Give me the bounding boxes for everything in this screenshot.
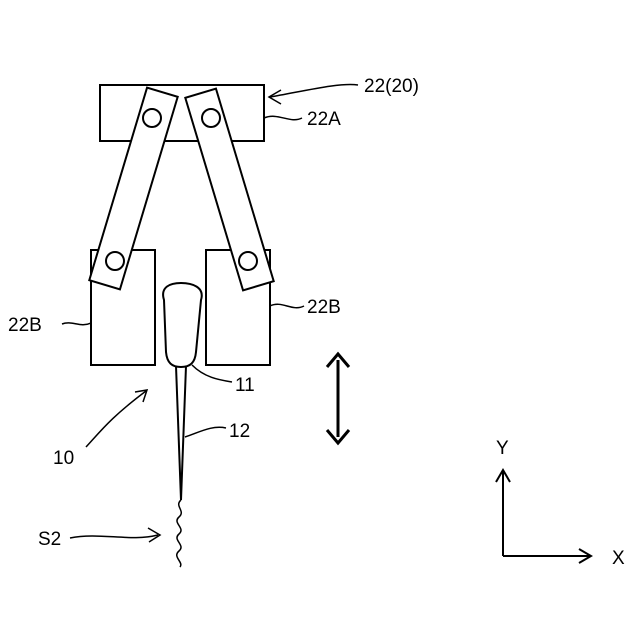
pivot-pin-top-right bbox=[202, 109, 220, 127]
label-22-20: 22(20) bbox=[364, 76, 419, 97]
leader-22a bbox=[264, 116, 302, 119]
axis-label-x: X bbox=[612, 548, 625, 569]
leader-10 bbox=[86, 390, 147, 447]
pivot-pin-bottom-left bbox=[106, 252, 124, 270]
pivot-pin-top-left bbox=[143, 109, 161, 127]
coordinate-axes bbox=[496, 470, 591, 563]
label-11: 11 bbox=[235, 375, 255, 396]
tool-head-11 bbox=[163, 283, 202, 367]
label-22b-left: 22B bbox=[8, 315, 42, 336]
label-s2: S2 bbox=[38, 529, 61, 550]
tool-needle-12 bbox=[176, 366, 186, 500]
vertical-motion-arrow bbox=[327, 354, 349, 443]
sample-s2-strand bbox=[177, 500, 182, 567]
base-plate-22a bbox=[100, 85, 264, 141]
label-22a: 22A bbox=[307, 109, 341, 130]
axis-label-y: Y bbox=[496, 438, 509, 459]
leader-22b-right bbox=[270, 304, 304, 307]
label-10: 10 bbox=[53, 448, 74, 469]
pivot-pin-bottom-right bbox=[239, 252, 257, 270]
leader-12 bbox=[185, 427, 226, 437]
leader-22-20 bbox=[269, 84, 358, 104]
label-22b-right: 22B bbox=[307, 297, 341, 318]
label-12: 12 bbox=[229, 421, 250, 442]
leader-22b-left bbox=[62, 323, 91, 325]
leader-s2 bbox=[70, 528, 160, 542]
leader-11 bbox=[192, 365, 232, 382]
